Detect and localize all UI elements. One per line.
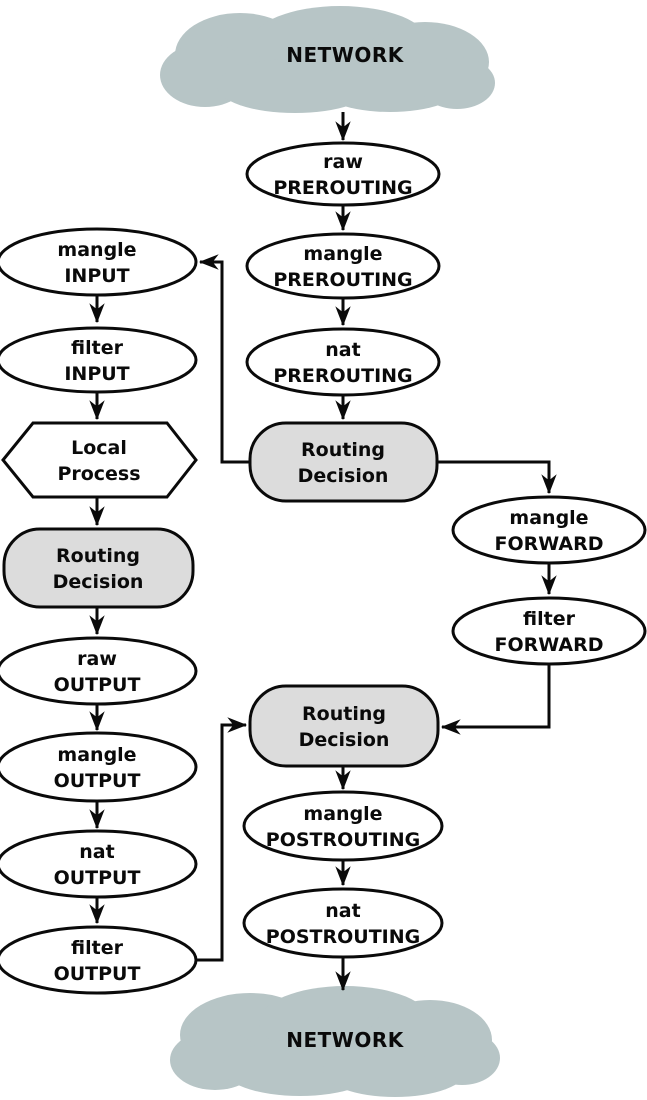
local-process-hexagon bbox=[1, 421, 198, 499]
nat-prerouting-chain: PREROUTING bbox=[273, 365, 412, 387]
mangle-prerouting-chain: PREROUTING bbox=[273, 269, 412, 291]
filter-forward-ellipse bbox=[451, 596, 647, 666]
node-local-process: Local Process bbox=[1, 421, 198, 499]
edge-filter-forward-to-routing-decision bbox=[440, 665, 551, 735]
routing-decision-bottom-line1: Routing bbox=[302, 703, 386, 725]
nat-postrouting-ellipse bbox=[242, 887, 444, 959]
node-nat-postrouting: nat POSTROUTING bbox=[242, 887, 444, 959]
filter-output-ellipse bbox=[0, 925, 198, 995]
routing-decision-bottom-box bbox=[248, 684, 440, 768]
nat-prerouting-ellipse bbox=[245, 327, 441, 397]
mangle-forward-table: mangle bbox=[509, 507, 588, 529]
raw-output-ellipse bbox=[0, 636, 198, 706]
filter-input-ellipse bbox=[0, 326, 198, 394]
node-mangle-forward: mangle FORWARD bbox=[451, 495, 647, 565]
mangle-forward-ellipse bbox=[451, 495, 647, 565]
filter-output-table: filter bbox=[71, 937, 124, 959]
node-routing-decision-bottom: Routing Decision bbox=[248, 684, 440, 768]
raw-output-chain: OUTPUT bbox=[54, 674, 141, 696]
mangle-postrouting-ellipse bbox=[242, 790, 444, 862]
local-process-line1: Local bbox=[71, 437, 127, 459]
raw-prerouting-chain: PREROUTING bbox=[273, 177, 412, 199]
node-routing-decision-left: Routing Decision bbox=[2, 527, 195, 609]
node-mangle-output: mangle OUTPUT bbox=[0, 731, 198, 803]
mangle-forward-chain: FORWARD bbox=[495, 533, 604, 555]
network-cloud-top bbox=[160, 6, 495, 113]
nat-postrouting-chain: POSTROUTING bbox=[266, 926, 420, 948]
node-filter-output: filter OUTPUT bbox=[0, 925, 198, 995]
raw-prerouting-ellipse bbox=[245, 141, 441, 207]
filter-input-chain: INPUT bbox=[64, 363, 129, 385]
mangle-postrouting-table: mangle bbox=[303, 803, 382, 825]
node-mangle-input: mangle INPUT bbox=[0, 227, 198, 297]
mangle-output-chain: OUTPUT bbox=[54, 770, 141, 792]
node-mangle-prerouting: mangle PREROUTING bbox=[245, 232, 441, 300]
node-raw-prerouting: raw PREROUTING bbox=[245, 141, 441, 207]
filter-output-chain: OUTPUT bbox=[54, 963, 141, 985]
node-nat-output: nat OUTPUT bbox=[0, 829, 198, 899]
mangle-input-chain: INPUT bbox=[64, 265, 129, 287]
raw-output-table: raw bbox=[77, 648, 117, 670]
network-cloud-bottom bbox=[170, 986, 500, 1097]
network-bottom-label: NETWORK bbox=[286, 1028, 405, 1052]
filter-forward-chain: FORWARD bbox=[495, 634, 604, 656]
nat-output-table: nat bbox=[79, 841, 114, 863]
edge-routing-decision-to-mangle-forward bbox=[437, 460, 557, 495]
routing-decision-bottom-line2: Decision bbox=[299, 729, 390, 751]
nat-postrouting-table: nat bbox=[325, 900, 360, 922]
mangle-postrouting-chain: POSTROUTING bbox=[266, 829, 420, 851]
nat-output-chain: OUTPUT bbox=[54, 867, 141, 889]
node-raw-output: raw OUTPUT bbox=[0, 636, 198, 706]
nat-prerouting-table: nat bbox=[325, 339, 360, 361]
mangle-prerouting-table: mangle bbox=[303, 243, 382, 265]
node-mangle-postrouting: mangle POSTROUTING bbox=[242, 790, 444, 862]
mangle-prerouting-ellipse bbox=[245, 232, 441, 300]
routing-decision-left-line2: Decision bbox=[53, 571, 144, 593]
edge-routing-decision-to-mangle-input bbox=[198, 254, 250, 464]
mangle-output-table: mangle bbox=[57, 744, 136, 766]
node-routing-decision-top: Routing Decision bbox=[248, 421, 439, 503]
routing-decision-top-line1: Routing bbox=[301, 439, 385, 461]
routing-decision-left-line1: Routing bbox=[56, 545, 140, 567]
routing-decision-top-box bbox=[248, 421, 439, 503]
node-filter-forward: filter FORWARD bbox=[451, 596, 647, 666]
cloud-lobe bbox=[424, 1031, 500, 1085]
mangle-output-ellipse bbox=[0, 731, 198, 803]
routing-decision-left-box bbox=[2, 527, 195, 609]
mangle-input-ellipse bbox=[0, 227, 198, 297]
mangle-input-table: mangle bbox=[57, 239, 136, 261]
filter-input-table: filter bbox=[71, 337, 124, 359]
node-filter-input: filter INPUT bbox=[0, 326, 198, 394]
edge-filter-output-to-routing-decision bbox=[196, 717, 248, 962]
raw-prerouting-table: raw bbox=[323, 151, 363, 173]
node-nat-prerouting: nat PREROUTING bbox=[245, 327, 441, 397]
routing-decision-top-line2: Decision bbox=[298, 465, 389, 487]
local-process-line2: Process bbox=[57, 463, 140, 485]
nat-output-ellipse bbox=[0, 829, 198, 899]
network-top-label: NETWORK bbox=[286, 43, 405, 67]
filter-forward-table: filter bbox=[523, 608, 576, 630]
cloud-lobe bbox=[419, 57, 495, 109]
